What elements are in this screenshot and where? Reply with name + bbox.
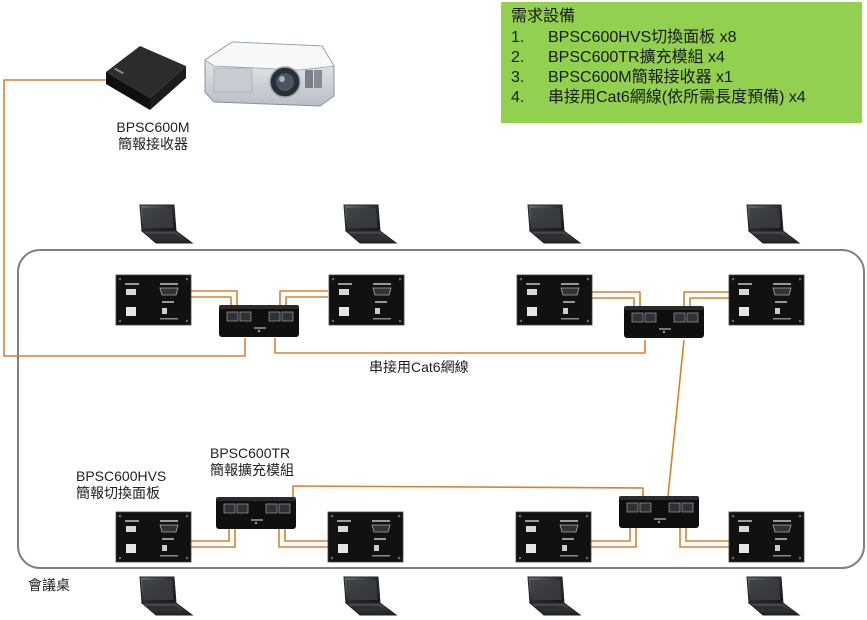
requirement-item: 3. BPSC600M簡報接收器 x1 [511,68,852,88]
requirement-number: 2. [511,49,525,66]
laptop-icon [343,576,397,616]
switching-panel [115,511,192,563]
projector-device [204,41,335,107]
laptop-icon [746,576,800,616]
conference-table-outline [17,249,865,569]
requirement-number: 4. [511,89,525,106]
extension-module [618,495,700,529]
hvs-label: BPSC600HVS 簡報切換面板 [76,468,166,502]
extension-module [623,305,705,339]
tr-label: BPSC600TR 簡報擴充模組 [210,445,294,479]
requirements-title: 需求設備 [511,8,576,25]
tr-model-label: BPSC600TR [210,445,291,461]
hvs-model-label: BPSC600HVS [76,468,167,484]
extension-module [215,496,297,530]
laptop-icon [139,204,193,244]
requirement-item: 1. BPSC600HVS切換面板 x8 [511,28,852,48]
presentation-receiver-device [106,46,186,110]
switching-panel [515,511,592,563]
switching-panel [115,274,192,326]
laptop-icon [139,576,193,616]
laptop-icon [527,204,581,244]
requirement-text: BPSC600M簡報接收器 x1 [548,69,733,86]
requirement-text: BPSC600TR擴充模組 x4 [548,49,725,66]
switching-panel [328,274,405,326]
cable-label: 串接用Cat6網線 [369,359,469,375]
switching-panel [728,511,805,563]
laptop-icon [527,576,581,616]
tr-name-label: 簡報擴充模組 [210,462,294,478]
requirement-number: 3. [511,69,525,86]
receiver-model-label: BPSC600M [116,119,190,135]
receiver-name-label: 簡報接收器 [118,136,188,152]
requirement-item: 2. BPSC600TR擴充模組 x4 [511,48,852,68]
extension-module [218,304,300,338]
requirement-text: BPSC600HVS切換面板 x8 [548,29,737,46]
switching-panel [516,274,593,326]
hvs-name-label: 簡報切換面板 [76,485,160,501]
requirement-item: 4. 串接用Cat6網線(依所需長度預備) x4 [511,88,852,108]
requirements-box: 需求設備 1. BPSC600HVS切換面板 x8 2. BPSC600TR擴充模組… [501,2,862,123]
receiver-label: BPSC600M 簡報接收器 [104,119,202,153]
requirement-number: 1. [511,29,525,46]
switching-panel [327,511,404,563]
switching-panel [728,274,805,326]
laptop-icon [746,204,800,244]
laptop-icon [343,204,397,244]
table-label: 會議桌 [28,577,70,593]
requirement-text: 串接用Cat6網線(依所需長度預備) x4 [548,89,806,106]
